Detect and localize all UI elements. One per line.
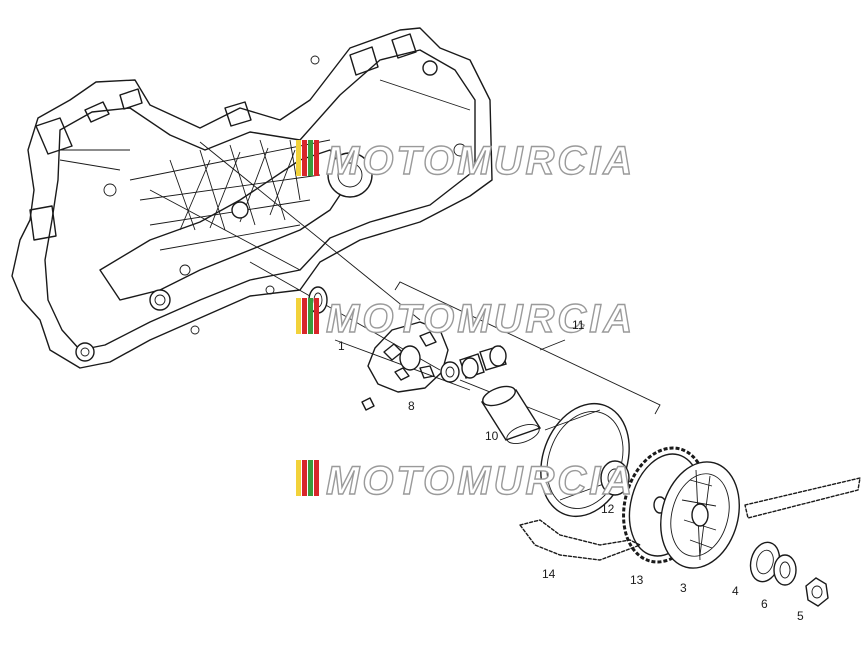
part-11-group-bracket (394, 281, 661, 415)
watermark-3: MOTOMURCIA (296, 458, 635, 504)
part-label-3: 3 (680, 581, 687, 595)
part-5-nut (805, 577, 829, 607)
part-label-6: 6 (761, 597, 768, 611)
variator-rollers (440, 345, 507, 383)
watermark-text: MOTOMURCIA (326, 139, 635, 183)
part-labels: 1 8 10 11 12 14 13 3 4 6 5 (338, 318, 804, 623)
guide-lines (199, 141, 561, 421)
part-label-1: 1 (338, 339, 345, 353)
part-label-5: 5 (797, 609, 804, 623)
part-3-fan-pulley (660, 461, 740, 569)
part-14-belt (519, 477, 861, 561)
part-label-10: 10 (485, 429, 499, 443)
part-12-washer (600, 460, 630, 496)
part-label-12: 12 (601, 502, 615, 516)
watermark-text: MOTOMURCIA (326, 459, 635, 503)
watermark-text: MOTOMURCIA (326, 297, 635, 341)
part-10-bushing (480, 385, 542, 444)
part-label-14: 14 (542, 567, 556, 581)
part-label-13: 13 (630, 573, 644, 587)
watermark-2: MOTOMURCIA (296, 296, 635, 342)
part-6-washer (773, 554, 797, 586)
watermark-1: MOTOMURCIA (296, 138, 635, 184)
crankcase-housing (11, 27, 493, 369)
part-label-4: 4 (732, 584, 739, 598)
part-8-ramp-plate (361, 321, 449, 411)
part-label-11: 11 (572, 318, 585, 332)
part-label-8: 8 (408, 399, 415, 413)
